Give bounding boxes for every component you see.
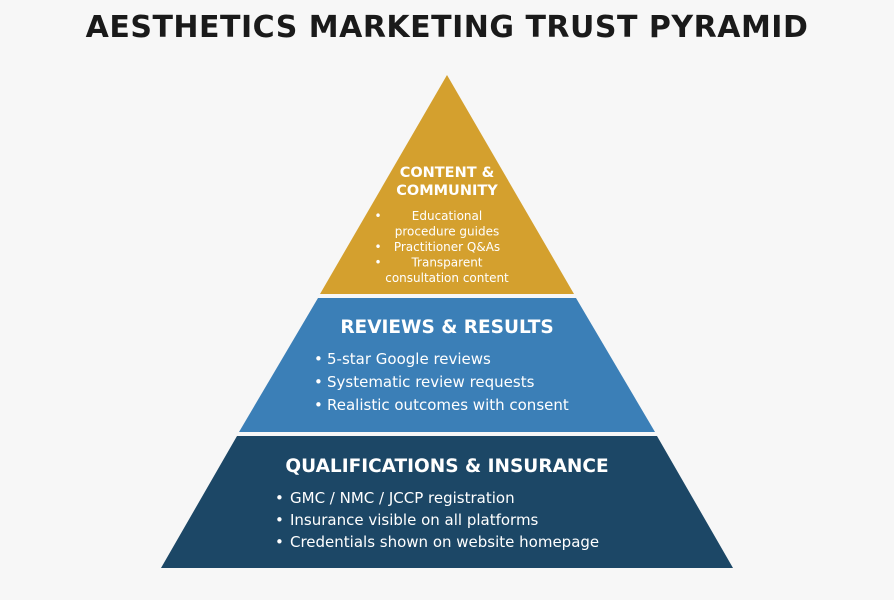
tier-top-bullet: Practitioner Q&As xyxy=(394,240,500,254)
tier-middle-bullet: Realistic outcomes with consent xyxy=(327,396,569,414)
tier-top-bullet: consultation content xyxy=(385,271,509,285)
bullet-marker: • xyxy=(374,240,381,254)
pyramid-tier-top xyxy=(320,75,574,294)
tier-bottom-bullet: Credentials shown on website homepage xyxy=(290,533,599,551)
tier-bottom-text: QUALIFICATIONS & INSURANCE•GMC / NMC / J… xyxy=(275,456,609,551)
tier-middle-bullet: Systematic review requests xyxy=(327,373,535,391)
bullet-marker: • xyxy=(275,489,284,507)
bullet-marker: • xyxy=(374,256,381,270)
tier-top-bullet: Transparent xyxy=(410,256,482,270)
tier-top-bullet: Educational xyxy=(412,209,482,223)
tier-top-bullet: procedure guides xyxy=(395,225,500,239)
bullet-marker: • xyxy=(314,350,323,368)
tier-top-title: COMMUNITY xyxy=(396,183,498,199)
tier-bottom-bullet: GMC / NMC / JCCP registration xyxy=(290,489,515,507)
tier-middle-text: REVIEWS & RESULTS•5-star Google reviews•… xyxy=(314,317,569,414)
pyramid-tier-bottom xyxy=(161,436,733,568)
tier-middle-title: REVIEWS & RESULTS xyxy=(340,317,553,338)
bullet-marker: • xyxy=(314,396,323,414)
tier-middle-bullet: 5-star Google reviews xyxy=(327,350,491,368)
pyramid-tier-middle xyxy=(239,298,655,432)
tier-top-text: CONTENT & COMMUNITY • Educational procedure … xyxy=(374,165,509,285)
bullet-marker: • xyxy=(275,533,284,551)
bullet-marker: • xyxy=(275,511,284,529)
tier-top-title: CONTENT & xyxy=(400,165,495,181)
page-title: AESTHETICS MARKETING TRUST PYRAMID xyxy=(85,10,809,45)
tier-bottom-bullet: Insurance visible on all platforms xyxy=(290,511,539,529)
bullet-marker: • xyxy=(314,373,323,391)
tier-bottom-title: QUALIFICATIONS & INSURANCE xyxy=(285,456,608,477)
bullet-marker: • xyxy=(374,209,381,223)
